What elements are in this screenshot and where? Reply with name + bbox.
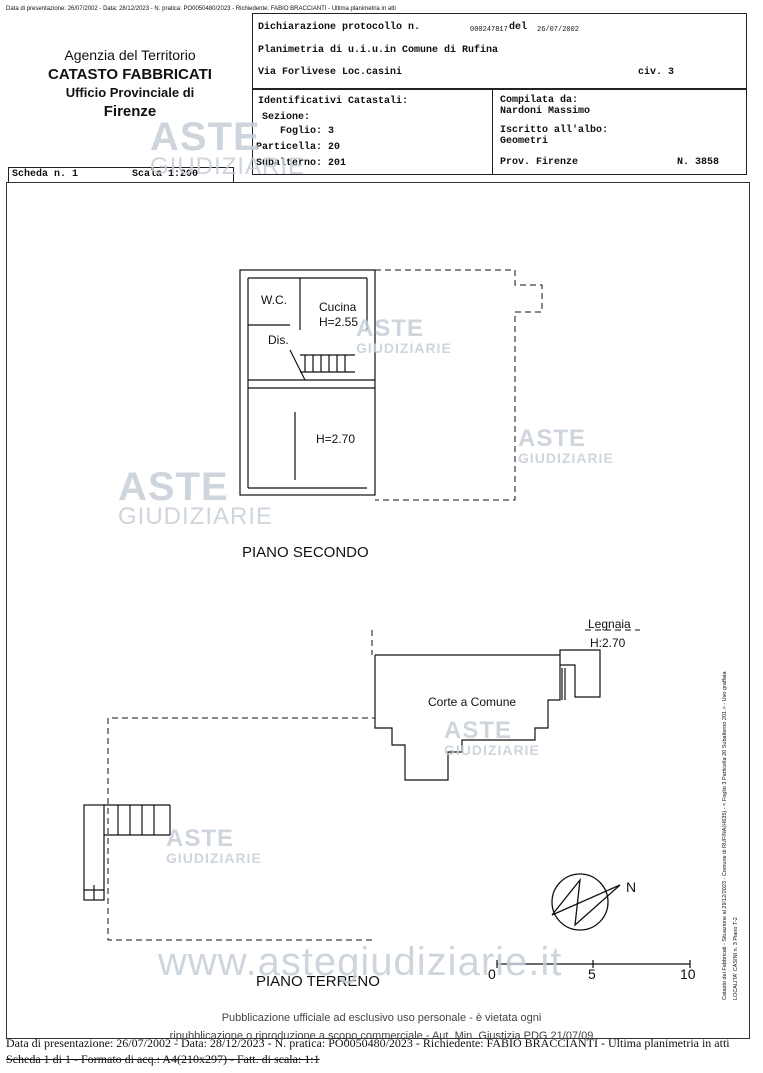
- watermark-aste: ASTE: [518, 425, 587, 452]
- watermark-aste: ASTE: [118, 465, 229, 509]
- piano-terreno-label: PIANO TERRENO: [256, 973, 380, 990]
- provincia-label: Prov. Firenze: [500, 157, 579, 168]
- scheda-number: Scheda n. 1: [12, 169, 79, 180]
- subalterno-label: Subalterno: 201: [256, 158, 347, 169]
- compilata-label: Compilata da:: [500, 95, 579, 106]
- watermark-3: ASTE GIUDIZIARIE: [518, 425, 614, 467]
- watermark-giudiziarie: GIUDIZIARIE: [356, 340, 452, 356]
- corte-label: Corte a Comune: [428, 695, 517, 709]
- iscritto-value: Geometri: [500, 136, 549, 147]
- agency-name: Agenzia del Territorio: [64, 47, 196, 63]
- watermark-aste: ASTE: [166, 825, 235, 852]
- watermark-giudiziarie: GIUDIZIARIE: [518, 450, 614, 466]
- piano-secondo-label: PIANO SECONDO: [242, 544, 369, 561]
- iscritto-label: Iscritto all'albo:: [500, 125, 609, 136]
- legnaia-height: H:2.70: [590, 636, 626, 650]
- piano-secondo-walls: [239, 269, 376, 496]
- via-line: Via Forlivese Loc.casini: [258, 67, 403, 78]
- north-label: N: [626, 879, 637, 895]
- agency-block: Agenzia del Territorio CATASTO FABBRICAT…: [30, 47, 230, 120]
- albo-number: N. 3858: [677, 157, 720, 168]
- civ-line: civ. 3: [638, 67, 675, 78]
- drawing-frame: [6, 182, 750, 1039]
- watermark-url: www.astegiudiziarie.it: [158, 940, 563, 984]
- dichiarazione-label: Dichiarazione protocollo n.: [258, 22, 421, 33]
- wc-label: W.C.: [261, 293, 287, 307]
- compilata-name: Nardoni Massimo: [500, 106, 591, 117]
- dis-label: Dis.: [268, 333, 289, 347]
- catasto-title: CATASTO FABBRICATI: [48, 66, 212, 83]
- del-date: 26/07/2002: [537, 26, 580, 34]
- scale-ten: 10: [680, 966, 696, 982]
- top-strip: Data di presentazione: 26/07/2002 - Data…: [6, 6, 396, 12]
- particella-label: Particella: 20: [256, 142, 341, 153]
- watermark-giudiziarie: GIUDIZIARIE: [150, 153, 306, 180]
- north-arrow-icon: [551, 873, 621, 931]
- scale-zero: 0: [488, 966, 496, 982]
- header-box-top: [252, 13, 747, 89]
- protocollo-number: 000247817: [470, 26, 508, 34]
- footer-ripubblicazione: ripubblicazione o riproduzione a scopo c…: [169, 1030, 594, 1042]
- header-divider: [492, 89, 493, 174]
- legnaia-label: Legnaia: [588, 617, 631, 631]
- del-label: del: [509, 22, 528, 33]
- scale-five: 5: [588, 966, 596, 982]
- sezione-label: Sezione:: [262, 112, 311, 123]
- piano-secondo-terrace: [375, 269, 543, 501]
- watermark-2: ASTE GIUDIZIARIE: [356, 315, 452, 357]
- watermark-1: ASTE GIUDIZIARIE: [150, 115, 306, 180]
- watermark-aste: ASTE: [150, 115, 261, 159]
- header-box-bottom: [252, 89, 747, 175]
- piano-terreno-boundary: [107, 629, 640, 941]
- ufficio-label: Ufficio Provinciale di: [65, 85, 195, 100]
- stair-lower: [83, 804, 171, 901]
- watermark-aste: ASTE: [356, 315, 425, 342]
- room-height: H=2.70: [316, 432, 356, 446]
- planimetria-line: Planimetria di u.i.u.in Comune di Rufina: [258, 45, 499, 56]
- cucina-label: Cucina: [319, 300, 357, 314]
- footer-line-1: Data di presentazione: 26/07/2002 - Data…: [6, 1036, 730, 1050]
- watermark-6: ASTE GIUDIZIARIE: [166, 825, 262, 867]
- corte-a-comune-outline: [374, 649, 601, 781]
- watermark-4: ASTE GIUDIZIARIE: [118, 465, 274, 530]
- watermark-5: ASTE GIUDIZIARIE: [444, 717, 540, 759]
- side-text: Catasto dei Fabbricati - Situazione al 2…: [722, 671, 728, 1000]
- footer-line-2: Scheda 1 di 1 - Formato di acq.: A4(210x…: [6, 1052, 320, 1066]
- ufficio-city: Firenze: [103, 103, 157, 120]
- side-text-2: LOCALITA' CASINI n. 3 Piano T-2: [733, 917, 739, 1000]
- scala-label: Scala 1:200: [132, 169, 199, 180]
- watermark-giudiziarie: GIUDIZIARIE: [118, 503, 274, 530]
- cucina-height: H=2.55: [319, 315, 359, 329]
- footer-pubblicazione: Pubblicazione ufficiale ad esclusivo uso…: [221, 1012, 542, 1024]
- foglio-label: Foglio: 3: [280, 126, 335, 137]
- watermark-giudiziarie: GIUDIZIARIE: [444, 742, 540, 758]
- watermark-giudiziarie: GIUDIZIARIE: [166, 850, 262, 866]
- identificativi-label: Identificativi Catastali:: [258, 96, 409, 107]
- scale-bar: [496, 960, 691, 968]
- stair-upper: [289, 349, 355, 381]
- watermark-aste: ASTE: [444, 717, 513, 744]
